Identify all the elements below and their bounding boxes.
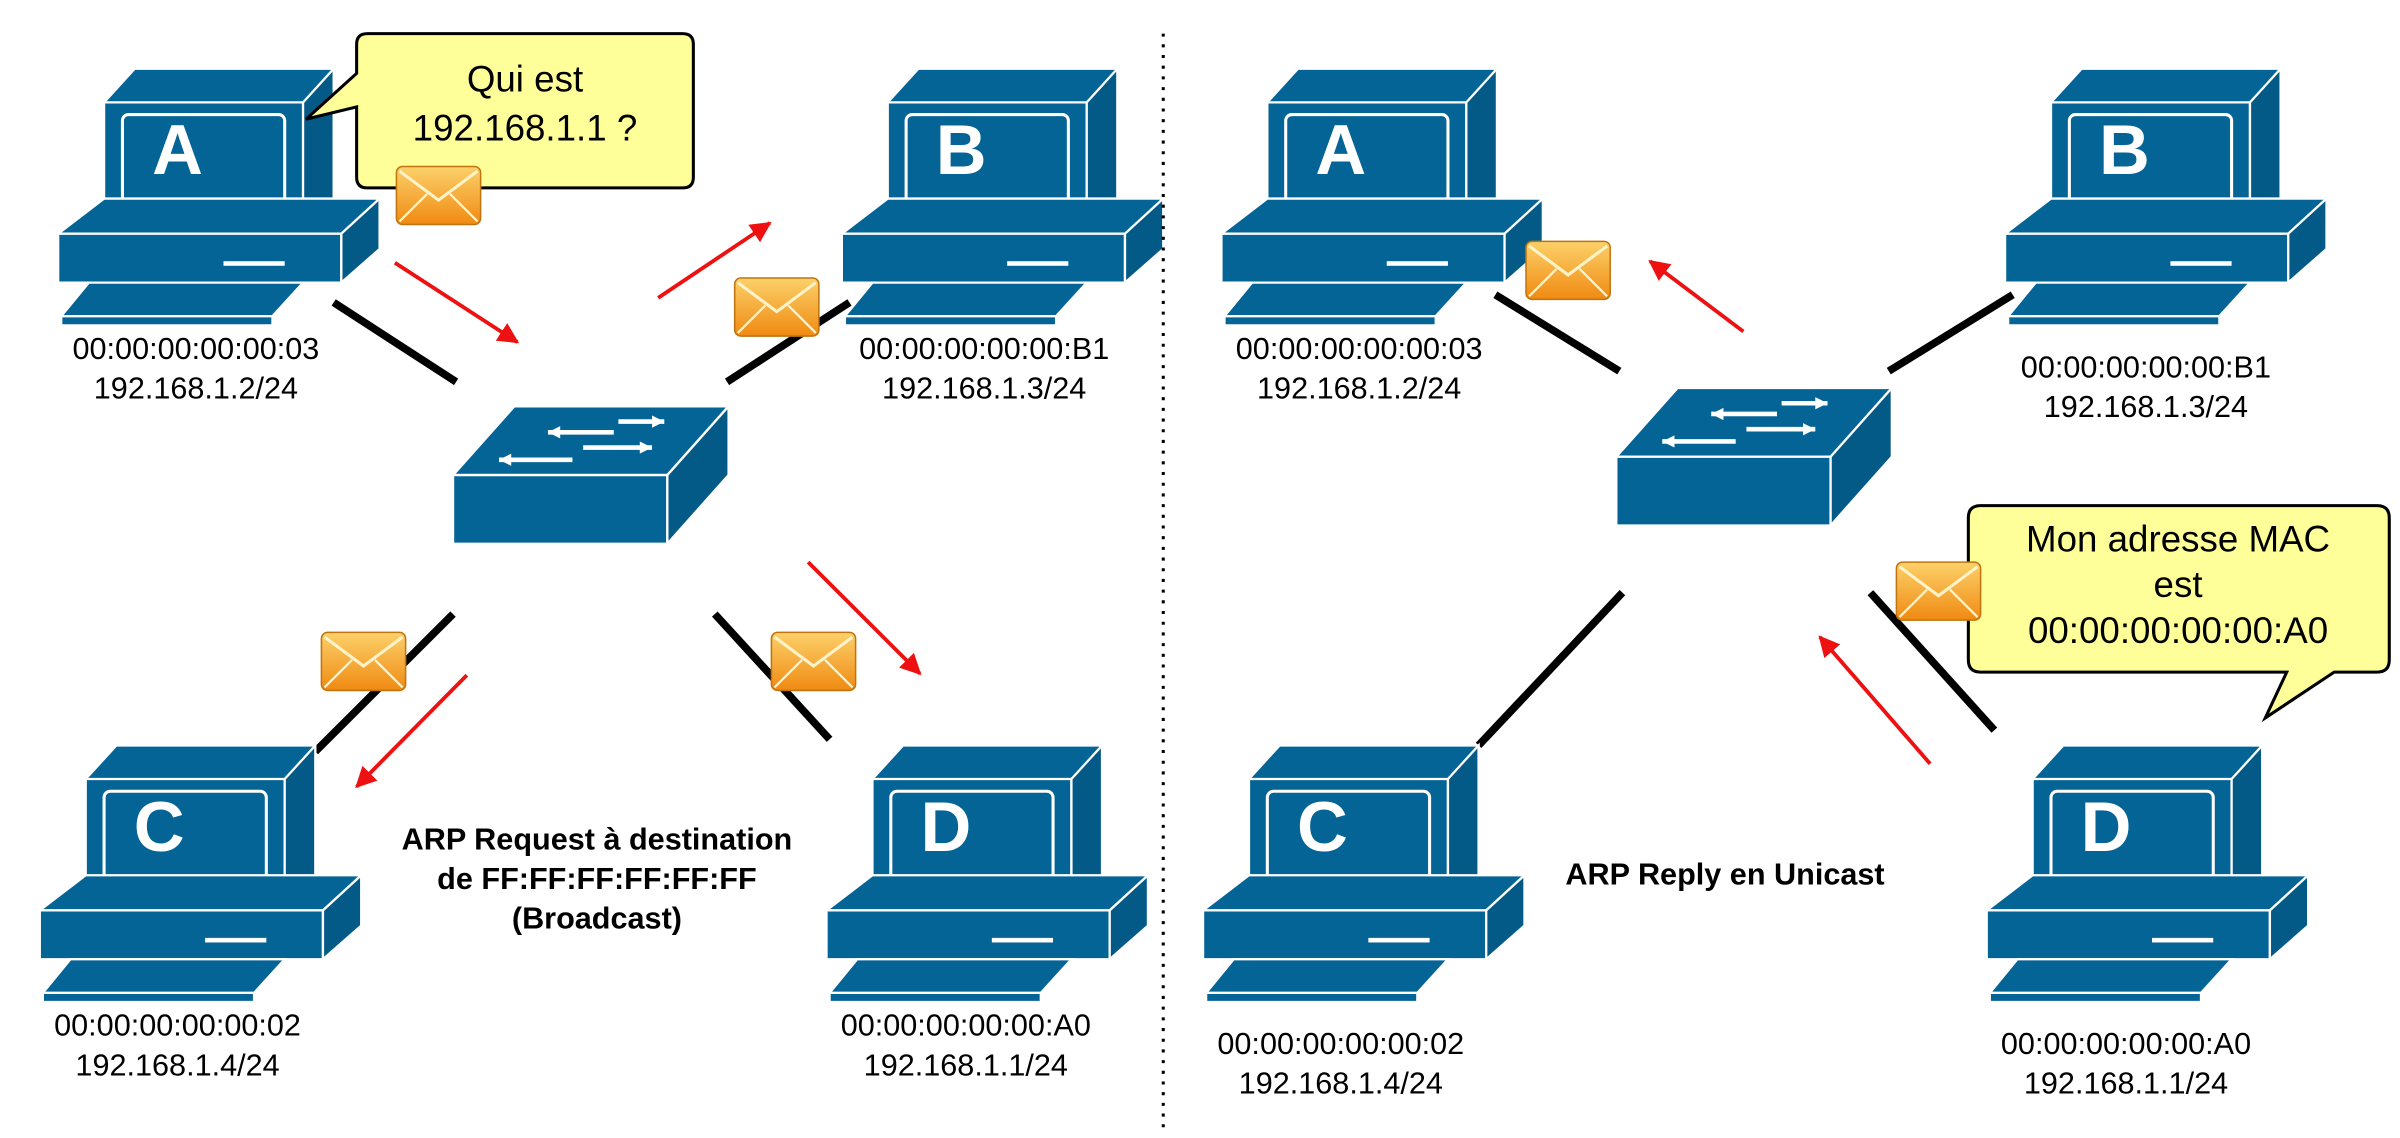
arrow-switch-to-b <box>657 221 772 300</box>
switch-icon <box>453 406 729 543</box>
host-letter: A <box>152 110 203 189</box>
arrow-switch-to-d <box>806 560 922 676</box>
bubble-line: Qui est <box>467 59 583 100</box>
bubble-line: Mon adresse MAC <box>2026 518 2330 559</box>
host-a: A 00:00:00:00:00:03 192.168.1.2/24 <box>56 67 382 406</box>
host-c: C 00:00:00:00:00:02 192.168.1.4/24 <box>1201 743 1527 1101</box>
right-panel: A 00:00:00:00:00:03 192.168.1.2/24 B 00:… <box>1201 67 2391 1101</box>
host-a: A 00:00:00:00:00:03 192.168.1.2/24 <box>1219 67 1545 406</box>
left-panel: A 00:00:00:00:00:03 192.168.1.2/24 B 00:… <box>38 32 1165 1082</box>
speech-bubble-reply: Mon adresse MAC est 00:00:00:00:00:A0 <box>1966 504 2391 723</box>
switch-icon <box>1616 388 1892 525</box>
host-letter: D <box>2081 787 2132 866</box>
computer-icon <box>1985 743 2310 1004</box>
host-ip: 192.168.1.3/24 <box>2044 390 2248 424</box>
computer-icon <box>840 67 1165 327</box>
host-ip: 192.168.1.4/24 <box>1239 1067 1443 1101</box>
host-ip: 192.168.1.1/24 <box>2024 1067 2228 1101</box>
host-letter: A <box>1315 110 1366 189</box>
host-ip: 192.168.1.3/24 <box>882 372 1086 406</box>
host-letter: B <box>936 110 987 189</box>
host-d: D 00:00:00:00:00:A0 192.168.1.1/24 <box>824 743 1150 1082</box>
envelope-icon <box>319 630 408 692</box>
host-mac: 00:00:00:00:00:02 <box>54 1009 301 1043</box>
host-mac: 00:00:00:00:00:A0 <box>841 1009 1091 1043</box>
host-d: D 00:00:00:00:00:A0 192.168.1.1/24 <box>1985 743 2310 1101</box>
host-mac: 00:00:00:00:00:02 <box>1217 1027 1464 1061</box>
bubble-line: 00:00:00:00:00:A0 <box>2028 610 2328 651</box>
host-b: B 00:00:00:00:00:B1 192.168.1.3/24 <box>2003 67 2329 424</box>
envelope-icon <box>769 630 858 692</box>
host-letter: C <box>1297 787 1348 866</box>
caption-line: ARP Request à destination <box>402 822 793 856</box>
arrow-d-to-switch <box>1818 635 1932 766</box>
arrow-switch-to-c <box>355 673 469 789</box>
host-letter: D <box>920 787 971 866</box>
link-a-switch <box>331 299 459 386</box>
host-mac: 00:00:00:00:00:B1 <box>859 332 1109 366</box>
host-ip: 192.168.1.1/24 <box>864 1048 1068 1082</box>
computer-icon <box>1201 743 1527 1004</box>
host-letter: C <box>134 787 185 866</box>
host-letter: B <box>2099 110 2150 189</box>
computer-icon <box>38 743 363 1004</box>
caption-line: (Broadcast) <box>512 902 682 936</box>
envelope-icon <box>733 276 821 338</box>
link-b-switch <box>724 299 852 386</box>
host-mac: 00:00:00:00:00:B1 <box>2021 350 2271 384</box>
host-mac: 00:00:00:00:00:A0 <box>2001 1027 2251 1061</box>
link-c-switch <box>1475 590 1626 749</box>
host-mac: 00:00:00:00:00:03 <box>73 332 320 366</box>
host-mac: 00:00:00:00:00:03 <box>1236 332 1483 366</box>
host-ip: 192.168.1.4/24 <box>75 1048 279 1082</box>
host-b: B 00:00:00:00:00:B1 192.168.1.3/24 <box>840 67 1165 406</box>
envelope-icon <box>1894 560 1983 622</box>
reply-caption: ARP Reply en Unicast <box>1565 857 1884 891</box>
link-b-switch <box>1886 291 2015 375</box>
arrow-a-to-switch <box>393 261 520 344</box>
envelope-icon <box>394 164 483 227</box>
bubble-line: 192.168.1.1 ? <box>413 108 638 149</box>
envelope-icon <box>1524 239 1612 301</box>
bubble-line: est <box>2154 564 2203 605</box>
computer-icon <box>1219 67 1545 327</box>
request-caption: ARP Request à destination de FF:FF:FF:FF… <box>402 822 793 935</box>
host-ip: 192.168.1.2/24 <box>1257 372 1461 406</box>
computer-icon <box>824 743 1150 1004</box>
caption-line: de FF:FF:FF:FF:FF:FF <box>437 862 757 896</box>
arrow-switch-to-a <box>1648 259 1745 333</box>
link-d-switch <box>1867 590 1998 733</box>
computer-icon <box>2003 67 2329 327</box>
host-ip: 192.168.1.2/24 <box>94 372 298 406</box>
link-a-switch <box>1493 291 1622 375</box>
host-c: C 00:00:00:00:00:02 192.168.1.4/24 <box>38 743 363 1082</box>
speech-bubble-request: Qui est 192.168.1.1 ? <box>305 32 695 190</box>
